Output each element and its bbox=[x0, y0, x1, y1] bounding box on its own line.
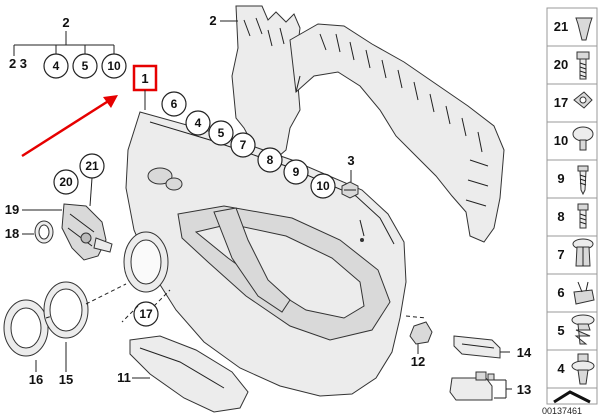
part-16-ring bbox=[3, 299, 49, 357]
fastener-legend: 21 20 17 10 9 8 bbox=[546, 7, 598, 405]
tree-child-label: 5 bbox=[82, 59, 89, 73]
tree-child-label: 10 bbox=[107, 59, 121, 73]
tree-left-pair-label: 2 3 bbox=[9, 56, 27, 71]
legend-label: 6 bbox=[557, 285, 564, 300]
part-19-lock-mechanism bbox=[61, 203, 113, 261]
legend-label: 17 bbox=[554, 95, 568, 110]
callout-6: 6 bbox=[171, 97, 178, 111]
push-clip-icon bbox=[572, 126, 594, 151]
misc-part-icon bbox=[553, 390, 591, 404]
highlighted-part-label: 1 bbox=[141, 71, 148, 86]
callout-tree: 2 2 3 4 5 10 bbox=[9, 15, 127, 79]
part-14-bracket bbox=[453, 335, 501, 359]
tree-child-circle bbox=[43, 53, 69, 79]
callout-16: 16 bbox=[29, 372, 43, 387]
expanding-rivet-icon bbox=[575, 17, 593, 41]
callout-2: 2 bbox=[209, 13, 216, 28]
part-12-pad bbox=[129, 335, 249, 413]
legend-cell bbox=[546, 349, 598, 389]
part-3-clip bbox=[341, 181, 359, 199]
callout-20: 20 bbox=[59, 175, 73, 189]
bolt-icon bbox=[577, 203, 589, 229]
expanding-clip-icon bbox=[572, 238, 594, 267]
legend-label: 4 bbox=[557, 361, 565, 376]
legend-cell bbox=[546, 197, 598, 237]
legend-label: 8 bbox=[557, 209, 564, 224]
bolt-icon bbox=[576, 51, 590, 80]
callout-11: 12 bbox=[411, 354, 425, 369]
part-11-clip bbox=[409, 321, 433, 345]
legend-cell bbox=[546, 159, 598, 199]
part-2-insulation bbox=[231, 5, 505, 243]
callout-14: 14 bbox=[517, 345, 532, 360]
callout-18: 18 bbox=[5, 226, 19, 241]
callout-8: 8 bbox=[267, 153, 274, 167]
callout-19: 19 bbox=[5, 202, 19, 217]
clip-nut-icon bbox=[573, 91, 593, 109]
callout-7: 7 bbox=[240, 138, 247, 152]
callout-row: 6 4 5 7 8 9 10 bbox=[161, 91, 336, 199]
tree-root-label: 2 bbox=[62, 15, 69, 30]
callout-15: 15 bbox=[59, 372, 73, 387]
callout-21: 21 bbox=[85, 159, 99, 173]
speaker-ring bbox=[123, 231, 169, 293]
callout-17: 17 bbox=[139, 307, 153, 321]
legend-label: 9 bbox=[557, 171, 564, 186]
rivet-clip-icon bbox=[571, 353, 595, 385]
legend-label: 20 bbox=[554, 57, 568, 72]
screw-icon bbox=[577, 165, 589, 196]
tree-child-circle bbox=[72, 53, 98, 79]
legend-label: 7 bbox=[557, 247, 564, 262]
tree-child-label: 4 bbox=[53, 59, 60, 73]
callout-5: 5 bbox=[218, 126, 225, 140]
part-1-door-panel bbox=[125, 111, 407, 397]
spring-clip-icon bbox=[573, 281, 595, 305]
part-15-ring bbox=[43, 281, 89, 339]
legend-label: 10 bbox=[554, 133, 568, 148]
part-18-ring bbox=[34, 220, 54, 244]
legend-label: 5 bbox=[557, 323, 564, 338]
fir-tree-clip-icon bbox=[571, 314, 595, 345]
reference-number: 00137461 bbox=[542, 406, 582, 416]
callout-3: 3 bbox=[347, 153, 354, 168]
callout-13: 13 bbox=[517, 382, 531, 397]
callout-12: 11 bbox=[117, 370, 131, 385]
tree-child-circle bbox=[101, 53, 127, 79]
callout-10: 10 bbox=[316, 179, 330, 193]
legend-label: 21 bbox=[554, 19, 568, 34]
callout-9: 9 bbox=[293, 165, 300, 179]
highlight-arrow bbox=[21, 95, 118, 158]
part-13-light bbox=[449, 371, 495, 401]
callout-4: 4 bbox=[195, 116, 202, 130]
